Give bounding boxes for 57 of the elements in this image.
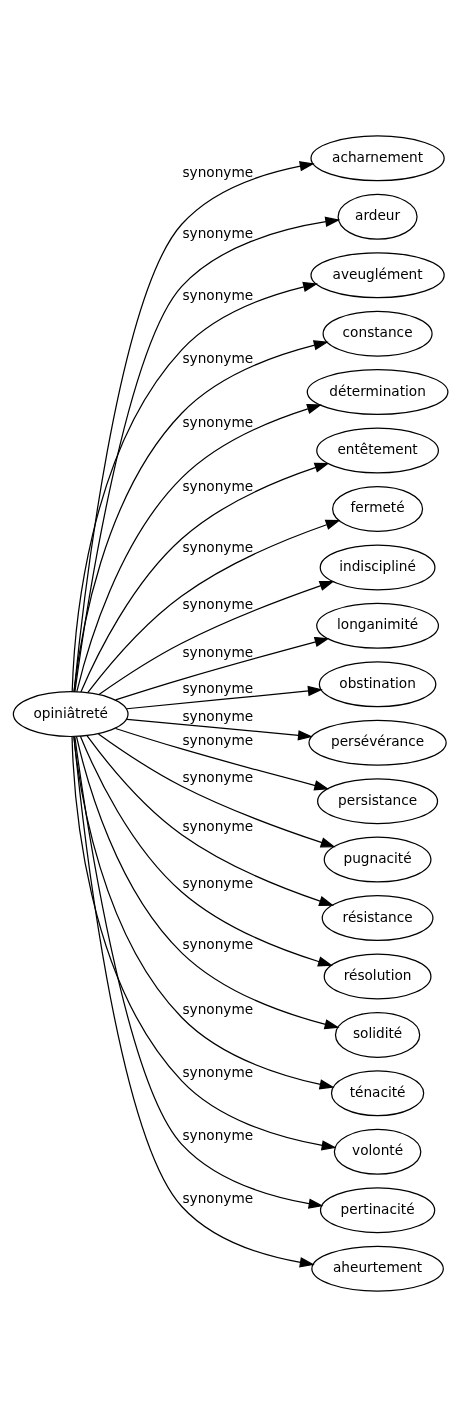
arrow	[87, 519, 341, 694]
node-ellipse: opiniâtreté	[12, 691, 129, 738]
arrow	[126, 718, 313, 741]
edge-label: synonyme	[182, 224, 254, 241]
arrow	[98, 580, 335, 696]
edge-label: synonyme	[182, 1063, 254, 1080]
node-ellipse: entêtement	[316, 427, 440, 474]
edge-label: synonyme	[182, 708, 254, 725]
edge-label: synonyme	[182, 1189, 254, 1206]
arrow	[79, 735, 333, 967]
node-ellipse: ténacité	[330, 1070, 425, 1117]
node-ellipse: volonté	[333, 1128, 422, 1175]
arrow	[73, 736, 335, 1090]
node-ellipse: fermeté	[332, 485, 424, 532]
arrow	[115, 636, 330, 701]
edge-label: synonyme	[182, 350, 254, 367]
node-ellipse: pugnacité	[323, 836, 432, 883]
arrow	[86, 735, 335, 906]
arrow	[74, 216, 341, 693]
edge-label: synonyme	[182, 163, 254, 180]
node-ellipse: longanimité	[316, 602, 440, 649]
edge-label: synonyme	[182, 817, 254, 834]
edge-label: synonyme	[182, 596, 254, 613]
node-ellipse: résolution	[323, 953, 432, 1000]
edge-label: synonyme	[182, 679, 254, 696]
node-ellipse: persévérance	[308, 719, 447, 766]
node-ellipse: constance	[322, 310, 433, 357]
node-ellipse: acharnement	[310, 135, 445, 182]
arrow	[97, 733, 336, 848]
arrow	[80, 462, 330, 693]
node-ellipse: aheurtement	[311, 1245, 444, 1292]
edge-label: synonyme	[182, 643, 254, 660]
edge-label: synonyme	[182, 478, 254, 495]
edge-label: synonyme	[182, 539, 254, 556]
edge-label: synonyme	[182, 1127, 254, 1144]
node-ellipse: aveuglément	[310, 252, 445, 299]
arrow	[76, 403, 322, 693]
node-ellipse: obstination	[318, 661, 437, 708]
edge-label: synonyme	[182, 935, 254, 952]
arrow	[71, 281, 319, 693]
arrow	[75, 736, 340, 1030]
node-ellipse: solidité	[334, 1011, 421, 1058]
edge-label: synonyme	[182, 1000, 254, 1017]
arrow	[115, 727, 330, 791]
node-ellipse: ardeur	[337, 193, 418, 240]
arrow	[73, 161, 315, 693]
arrow	[71, 736, 337, 1151]
edge-label: synonyme	[182, 874, 254, 891]
edge-label: synonyme	[182, 769, 254, 786]
arrow	[126, 685, 323, 710]
node-ellipse: persistance	[317, 778, 439, 825]
arrow	[73, 340, 329, 693]
node-ellipse: pertinacité	[319, 1187, 436, 1234]
edge-label: synonyme	[182, 286, 254, 303]
edge-label: synonyme	[182, 413, 254, 430]
edge-label: synonyme	[182, 731, 254, 748]
node-ellipse: résistance	[321, 895, 434, 942]
